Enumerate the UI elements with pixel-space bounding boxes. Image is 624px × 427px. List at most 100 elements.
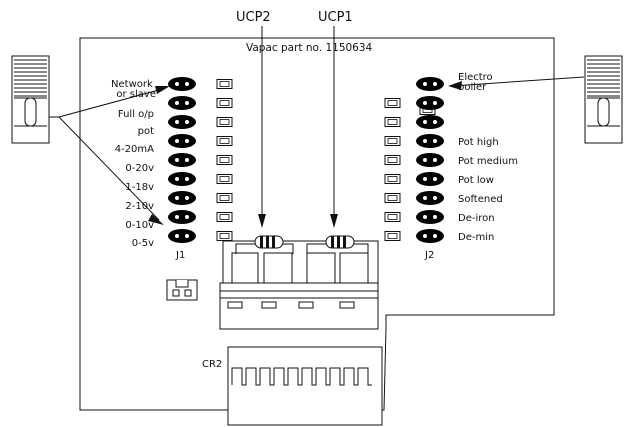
j1-rect-4-inner — [219, 138, 230, 144]
j1-label-pot: pot — [138, 126, 154, 137]
j1-pin-1 — [168, 77, 196, 91]
j2-pin-1-hole-right — [433, 82, 437, 86]
j1-label: J1 — [175, 250, 185, 261]
j1-pin-3-hole-left — [175, 120, 179, 124]
j1-rect-8-inner — [219, 214, 230, 220]
j2-label-softened: Softened — [458, 194, 503, 205]
j2-rect-9-inner — [387, 233, 398, 239]
j2-pin-2-hole-right — [433, 101, 437, 105]
j1-rect-1-inner — [219, 81, 230, 87]
connector-slot-1 — [227, 301, 243, 309]
j1-rect-9-inner — [219, 233, 230, 239]
j2-label-pot-high: Pot high — [458, 137, 499, 148]
j2-rect-4-inner — [387, 138, 398, 144]
j2-pin-4 — [416, 134, 444, 148]
j2-rect-2-inner — [387, 100, 398, 106]
ucp1-band-3 — [343, 236, 346, 248]
j2-pin-9-hole-left — [423, 234, 427, 238]
j2-pin-2-hole-left — [423, 101, 427, 105]
j2-pin-3 — [416, 115, 444, 129]
j1-label-0-5v: 0-5v — [132, 238, 154, 249]
j1-pin-4-body — [168, 134, 196, 148]
j1-pin-5-hole-left — [175, 158, 179, 162]
j1-pin-6 — [168, 172, 196, 186]
j1-labels: Network or slave Full o/p pot 4-20mA 0-2… — [111, 79, 156, 249]
j2-pin-4-hole-right — [433, 139, 437, 143]
j1-pin-8-body — [168, 210, 196, 224]
ucp2-band-3 — [272, 236, 275, 248]
j1-pin-3-hole-right — [185, 120, 189, 124]
j2-pin-4-hole-left — [423, 139, 427, 143]
j1-pin-7-hole-left — [175, 196, 179, 200]
j2-pin-1-body — [416, 77, 444, 91]
j1-label-4-20ma: 4-20mA — [115, 144, 154, 155]
connector-window-3 — [306, 252, 336, 284]
j2-pin-8-hole-right — [433, 215, 437, 219]
j1-label-network-line2: or slave — [116, 89, 156, 100]
j1-pin-5-hole-right — [185, 158, 189, 162]
j2-pin-column — [384, 77, 444, 243]
j1-pin-3 — [168, 115, 196, 129]
j1-pin-5-body — [168, 153, 196, 167]
j2-pin-8 — [416, 210, 444, 224]
j2-pin-9-body — [416, 229, 444, 243]
j1-pin-2 — [168, 96, 196, 110]
j1-label-0-20v: 0-20v — [125, 163, 154, 174]
j2-label: J2 — [424, 250, 434, 261]
j1-pin-8-hole-left — [175, 215, 179, 219]
j2-pin-3-body — [416, 115, 444, 129]
j2-pin-8-hole-left — [423, 215, 427, 219]
part-number: Vapac part no. 1150634 — [246, 42, 373, 54]
j2-rect-8-inner — [387, 214, 398, 220]
left-jumper-body — [11, 55, 50, 144]
left-jumper-symbol — [11, 55, 50, 144]
right-jumper-symbol — [584, 55, 623, 144]
j2-pin-6-body — [416, 172, 444, 186]
j2-pin-5-body — [416, 153, 444, 167]
j2-pin-8-body — [416, 210, 444, 224]
left-pointer-line-lower — [58, 116, 160, 221]
connector-slot-3 — [298, 301, 314, 309]
j2-pin-2 — [416, 96, 444, 110]
left-pointer-line-upper — [58, 87, 167, 118]
j1-label-full-op: Full o/p — [118, 109, 154, 120]
ucp2-resistor — [235, 235, 294, 254]
ucp1-arrow-head — [330, 214, 338, 228]
j1-pin-7-hole-right — [185, 196, 189, 200]
cr2-comb-contacts — [231, 367, 372, 386]
j1-pin-9 — [168, 229, 196, 243]
j2-label-pot-medium: Pot medium — [458, 156, 518, 167]
j2-label-de-min: De-min — [458, 232, 494, 243]
j2-pin-7-body — [416, 191, 444, 205]
j2-label-electro-boiler: Electro boiler — [458, 72, 496, 93]
ucp2-band-2 — [266, 236, 269, 248]
j1-pin-1-body — [168, 77, 196, 91]
j2-pin-1-hole-left — [423, 82, 427, 86]
j1-pin-4 — [168, 134, 196, 148]
ucp2-arrow-head — [258, 214, 266, 228]
connector-slot-4 — [339, 301, 355, 309]
j2-pin-5-hole-right — [433, 158, 437, 162]
j2-label-electro-boiler-line2: boiler — [458, 82, 487, 93]
j2-label-electro-boiler-line1: Electro — [458, 72, 493, 83]
j1-pin-7-body — [168, 191, 196, 205]
j1-rect-7-inner — [219, 195, 230, 201]
left-pointer-arrows — [49, 86, 170, 225]
cr2-connector-body — [227, 346, 383, 426]
j2-pin-4-body — [416, 134, 444, 148]
j2-pin-7 — [416, 191, 444, 205]
j1-rect-6-inner — [219, 176, 230, 182]
ucp2-label: UCP2 — [236, 10, 271, 25]
j1-rect-3-inner — [219, 119, 230, 125]
connector-slot-2 — [261, 301, 277, 309]
j2-pin-7-hole-right — [433, 196, 437, 200]
j2-pin-6 — [416, 172, 444, 186]
j1-pin-4-hole-right — [185, 139, 189, 143]
j1-pin-9-body — [168, 229, 196, 243]
right-pointer-line — [451, 76, 585, 87]
cr2-connector — [227, 346, 383, 426]
j2-pin-5 — [416, 153, 444, 167]
j2-pin-5-hole-left — [423, 158, 427, 162]
j1-pin-6-body — [168, 172, 196, 186]
j1-pin-8 — [168, 210, 196, 224]
